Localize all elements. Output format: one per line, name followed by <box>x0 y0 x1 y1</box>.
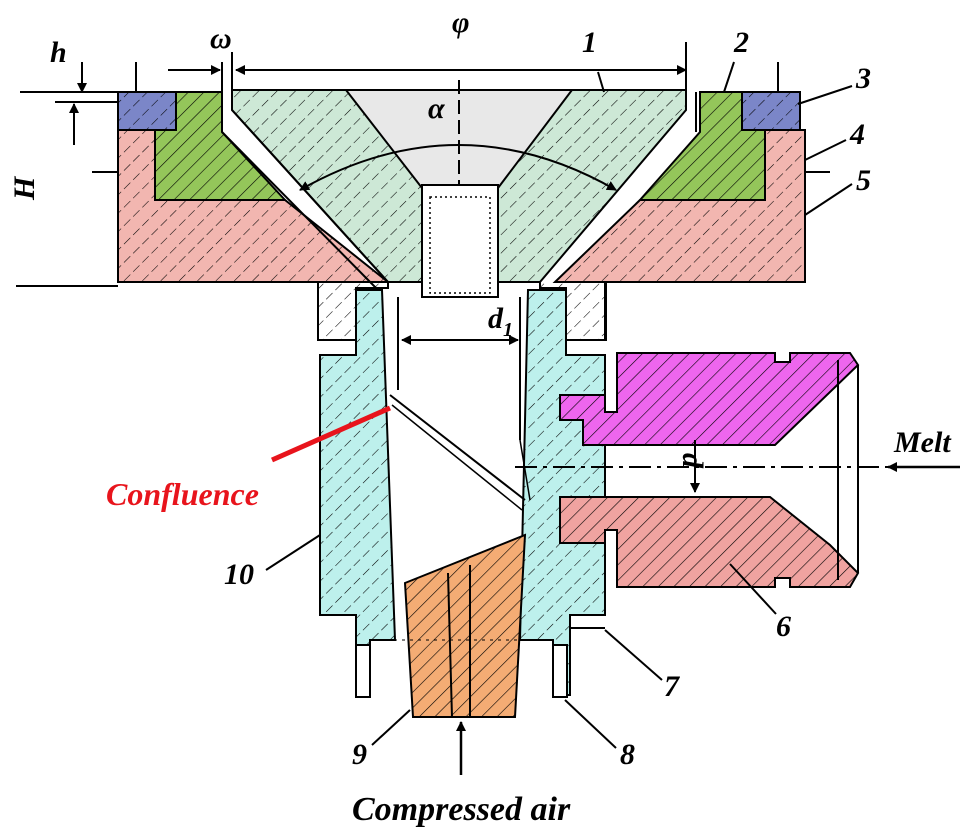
part-1: 1 <box>582 26 597 59</box>
label-melt: Melt <box>893 426 952 459</box>
part-3: 3 <box>855 62 871 95</box>
part-8: 8 <box>620 738 635 771</box>
insert-right <box>637 91 766 201</box>
label-d1-main: d <box>488 302 504 335</box>
label-H: H <box>8 175 41 201</box>
part-5: 5 <box>856 164 871 197</box>
label-confluence: Confluence <box>106 476 259 512</box>
ring-right <box>552 644 568 698</box>
part-9: 9 <box>352 738 367 771</box>
label-d1-sub: 1 <box>503 319 513 341</box>
label-alpha: α <box>428 92 445 125</box>
melt-inlet-lower <box>559 496 860 588</box>
label-compressed-air: Compressed air <box>352 791 571 828</box>
label-omega: ω <box>210 22 232 55</box>
tube-body <box>319 289 606 696</box>
part-10: 10 <box>224 558 254 591</box>
part-2: 2 <box>733 26 749 59</box>
label-d1: d1 <box>488 302 513 341</box>
ring-left <box>355 644 371 698</box>
part-6: 6 <box>776 610 791 643</box>
label-phi: φ <box>452 6 470 39</box>
part-7: 7 <box>664 670 680 703</box>
melt-inlet-upper <box>559 352 860 446</box>
confluence-pointer <box>270 405 392 463</box>
needle-insert <box>421 184 499 298</box>
base-plate <box>117 129 806 341</box>
part-4: 4 <box>849 118 865 151</box>
label-h: h <box>50 36 67 69</box>
air-insert <box>403 533 527 718</box>
label-d: d <box>676 453 709 469</box>
